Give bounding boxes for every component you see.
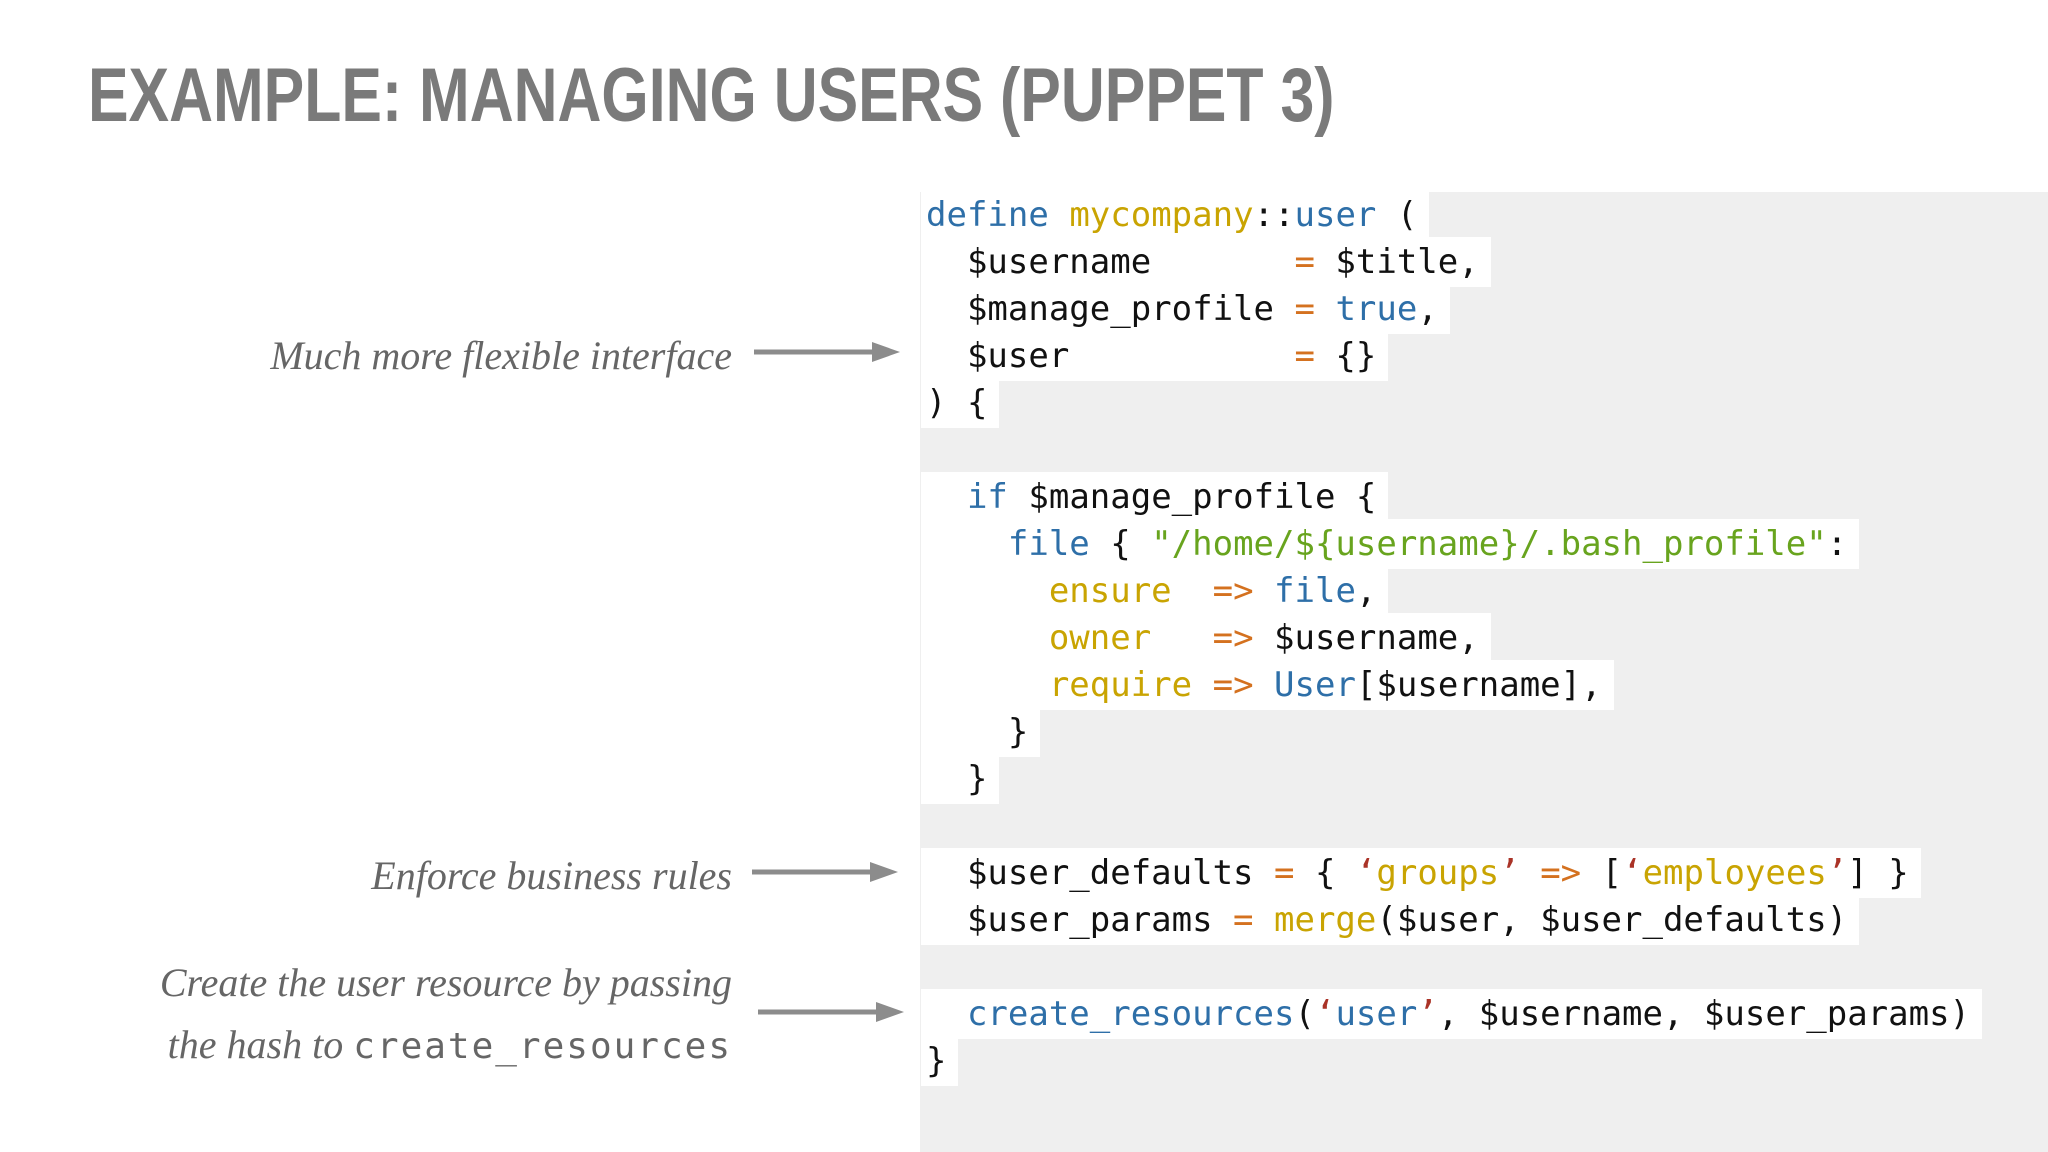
code-line: owner => $username, bbox=[921, 613, 2048, 663]
code-line: } bbox=[921, 707, 2048, 757]
code-block: define mycompany::user ( $username = $ti… bbox=[921, 190, 2048, 1086]
code-line: if $manage_profile { bbox=[921, 472, 2048, 522]
code-line: } bbox=[921, 754, 2048, 804]
annotation-text-line2: the hash to create_resources bbox=[160, 1014, 732, 1078]
page-title: EXAMPLE: MANAGING USERS (PUPPET 3) bbox=[88, 53, 1335, 138]
annotation-text: Enforce business rules bbox=[371, 853, 732, 898]
code-line: ) { bbox=[921, 378, 2048, 428]
code-line: create_resources(‘user’, $username, $use… bbox=[921, 989, 2048, 1039]
annotation-flexible-interface: Much more flexible interface bbox=[270, 326, 732, 386]
code-line: $user_params = merge($user, $user_defaul… bbox=[921, 895, 2048, 945]
annotation-create-resources: Create the user resource by passing the … bbox=[160, 952, 732, 1078]
annotation-business-rules: Enforce business rules bbox=[371, 846, 732, 906]
right-arrow-icon bbox=[754, 342, 900, 362]
code-line: require => User[$username], bbox=[921, 660, 2048, 710]
code-line: ensure => file, bbox=[921, 566, 2048, 616]
code-line: $username = $title, bbox=[921, 237, 2048, 287]
code-line: file { "/home/${username}/.bash_profile"… bbox=[921, 519, 2048, 569]
right-arrow-icon bbox=[752, 862, 898, 882]
annotation-text: Much more flexible interface bbox=[270, 333, 732, 378]
code-line: define mycompany::user ( bbox=[921, 190, 2048, 240]
code-line bbox=[926, 944, 2048, 991]
annotation-text: the hash to bbox=[167, 1022, 354, 1067]
code-line: } bbox=[921, 1036, 2048, 1086]
code-line: $manage_profile = true, bbox=[921, 284, 2048, 334]
code-panel: define mycompany::user ( $username = $ti… bbox=[920, 190, 2048, 1152]
right-arrow-icon bbox=[758, 1002, 904, 1022]
code-line bbox=[926, 803, 2048, 850]
annotation-text-line1: Create the user resource by passing bbox=[159, 960, 732, 1005]
code-line bbox=[926, 427, 2048, 474]
annotation-code-ref: create_resources bbox=[353, 1026, 732, 1067]
code-line: $user_defaults = { ‘groups’ => [‘employe… bbox=[921, 848, 2048, 898]
code-line: $user = {} bbox=[921, 331, 2048, 381]
